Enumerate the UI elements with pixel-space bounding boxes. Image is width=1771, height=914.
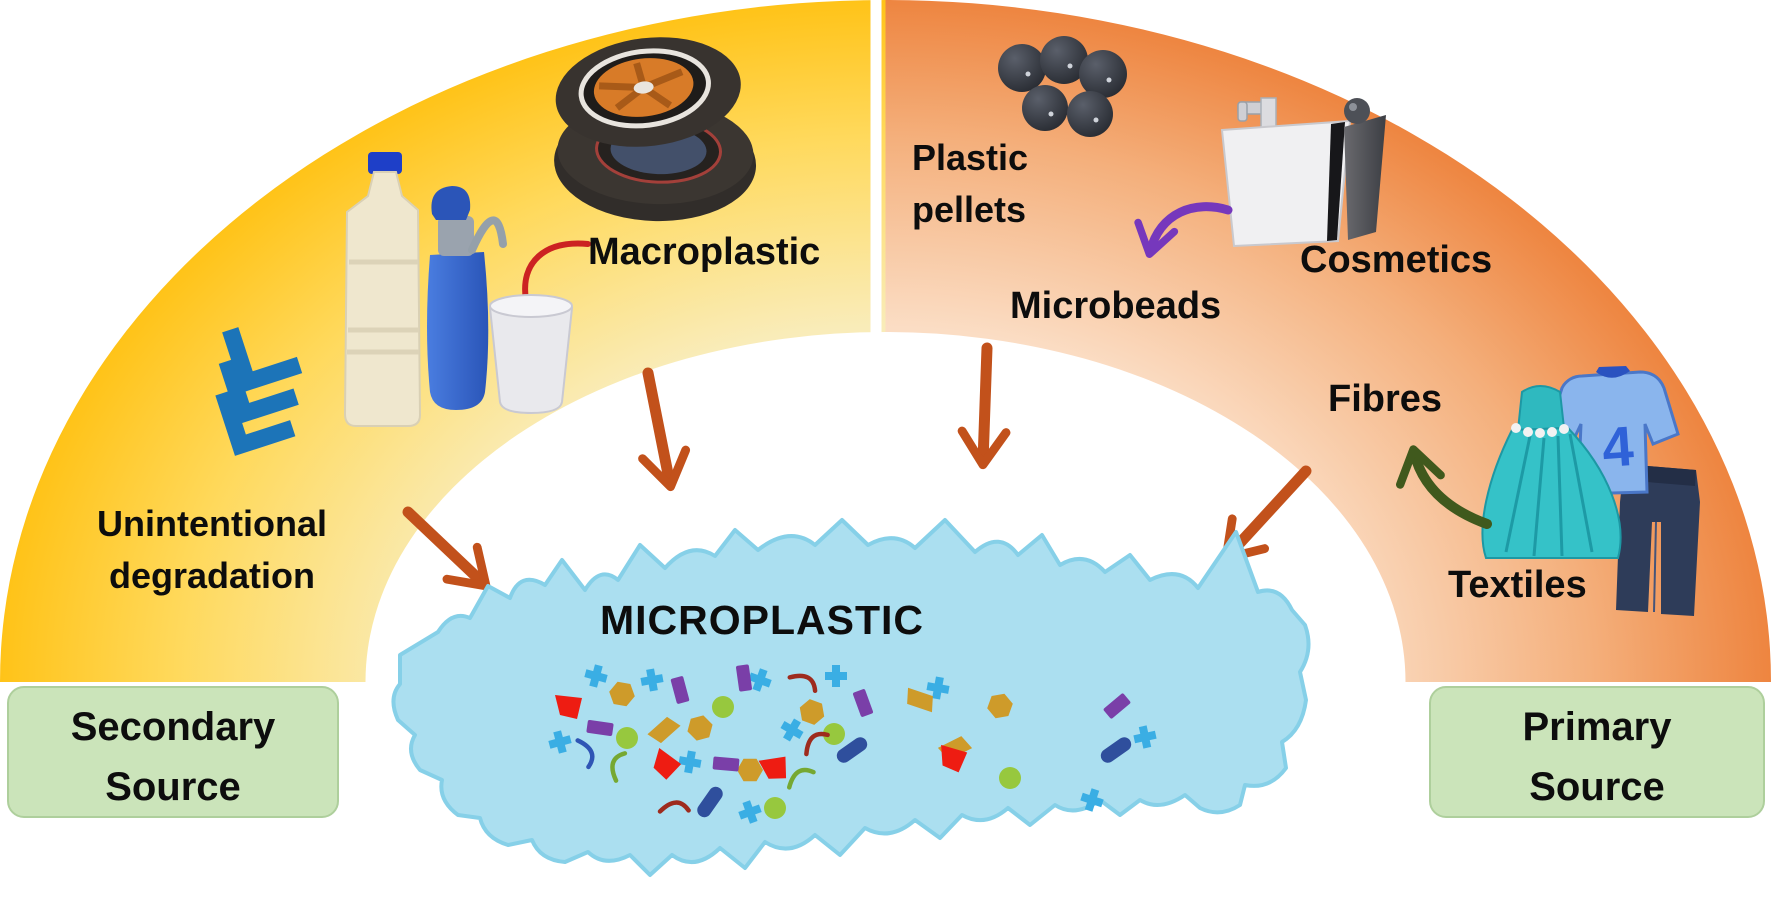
- secondary-source-box: Secondary Source: [7, 686, 339, 818]
- debris-particle-circle: [616, 727, 638, 749]
- cosmetics-label: Cosmetics: [1300, 239, 1492, 281]
- debris-particle-hex: [987, 693, 1013, 719]
- debris-particle-rect: [736, 664, 752, 692]
- debris-layer: [548, 664, 1157, 824]
- debris-particle-cross: [780, 718, 804, 742]
- primary-source-box-bg: [1429, 686, 1765, 818]
- debris-particle-arc: [804, 731, 830, 757]
- debris-particle-arc: [786, 767, 816, 790]
- secondary-source-label-line2: Source: [105, 765, 241, 809]
- debris-particle-cross: [748, 668, 772, 692]
- debris-particle-arc: [610, 751, 628, 783]
- debris-particle-rect: [670, 676, 690, 704]
- debris-particle-cross: [1080, 788, 1104, 812]
- microbeads-label: Microbeads: [1010, 285, 1221, 327]
- primary-source-box: Primary Source: [1429, 686, 1765, 818]
- carabiner-icon: [468, 216, 507, 254]
- arrow-textiles-to-fibres: [1396, 445, 1492, 529]
- textiles-label: Textiles: [1448, 564, 1587, 606]
- arrow-secondary-center: [638, 367, 691, 492]
- debris-particle-par: [907, 687, 933, 713]
- degradation-label-line1: Unintentional: [97, 503, 327, 544]
- plastic-bottles-icon: [343, 152, 591, 427]
- microplastic-blob: MICROPLASTIC: [391, 518, 1311, 877]
- arrow-primary-center: [957, 342, 1011, 470]
- debris-particle-arc: [787, 673, 818, 694]
- debris-particle-cross: [738, 800, 762, 824]
- blob-shape: [391, 518, 1311, 877]
- debris-particle-circle: [764, 797, 786, 819]
- debris-particle-rect: [712, 756, 740, 772]
- plastic-pellets-icon: [998, 36, 1127, 137]
- debris-particle-circle: [823, 723, 845, 745]
- degradation-chevrons-icon: [215, 327, 303, 456]
- cosmetics-icon: [1220, 97, 1386, 248]
- fibres-label: Fibres: [1328, 378, 1442, 420]
- debris-particle-rect: [853, 689, 873, 717]
- debris-particle-cross: [548, 730, 572, 754]
- macroplastic-label: Macroplastic: [588, 231, 820, 273]
- pellets-label-line2: pellets: [912, 189, 1026, 230]
- arrow-secondary-left: [402, 506, 491, 591]
- straw-pointer-line: [522, 240, 591, 303]
- shirt-number: 4: [1600, 414, 1635, 479]
- debris-particle-hex: [687, 715, 713, 741]
- debris-particle-rect: [1103, 693, 1131, 719]
- debris-particle-wedge: [653, 747, 682, 780]
- pellets-label-line1: Plastic: [912, 137, 1028, 178]
- textiles-icon: 4: [1481, 366, 1700, 616]
- debris-particle-wedge: [555, 695, 582, 719]
- primary-source-label-line1: Primary: [1523, 705, 1673, 749]
- debris-particle-rect: [586, 720, 614, 736]
- debris-particle-hex: [609, 681, 635, 707]
- debris-particle-cross: [926, 676, 950, 700]
- bottle-cap: [368, 152, 402, 174]
- debris-particle-hex: [737, 758, 763, 782]
- debris-particle-bar: [836, 737, 868, 763]
- debris-particle-cross: [1133, 725, 1157, 749]
- degradation-label-line2: degradation: [109, 555, 315, 596]
- cup-icon: [488, 307, 574, 415]
- debris-particle-cross: [825, 665, 847, 687]
- debris-particle-arc: [657, 800, 691, 814]
- tires-icon: [554, 37, 757, 222]
- secondary-source-box-bg: [7, 686, 339, 818]
- debris-particle-arc: [575, 738, 595, 770]
- debris-particle-bar: [697, 786, 723, 818]
- debris-particle-cross: [640, 668, 664, 692]
- primary-source-label-line2: Source: [1529, 765, 1665, 809]
- debris-particle-circle: [712, 696, 734, 718]
- debris-particle-bar: [1100, 737, 1132, 763]
- debris-particle-wedge: [941, 744, 968, 773]
- debris-particle-hex: [799, 699, 825, 725]
- debris-particle-cross: [584, 664, 608, 688]
- debris-particle-wedge: [758, 756, 787, 779]
- debris-particle-par: [647, 716, 681, 744]
- dress-icon: [1481, 385, 1622, 559]
- secondary-source-label-line1: Secondary: [71, 705, 276, 749]
- microplastic-title: MICROPLASTIC: [600, 597, 924, 643]
- arrow-cosmetics-to-microbeads: [1134, 202, 1233, 259]
- debris-particle-cross: [678, 750, 702, 774]
- debris-particle-circle: [999, 767, 1021, 789]
- jeans-icon: [1616, 464, 1700, 616]
